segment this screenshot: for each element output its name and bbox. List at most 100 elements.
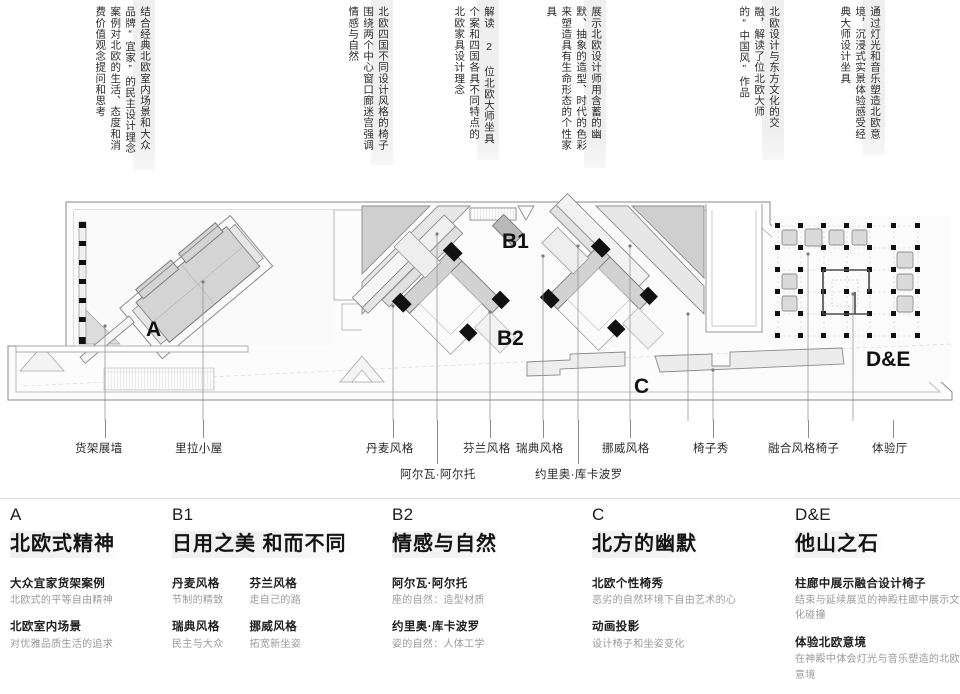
zone-c-corridor <box>19 343 953 387</box>
callout-finnish-style: 芬兰风格 <box>463 443 511 455</box>
legend-item: 挪威风格拓宽新坐姿 <box>250 619 302 652</box>
callout-yrjo-kukkapuro: 约里奥·库卡波罗 <box>535 469 623 481</box>
callout-lira-hut: 里拉小屋 <box>175 443 223 455</box>
legend-item-desc: 对优雅品质生活的追求 <box>10 638 113 650</box>
legend-item: 阿尔瓦·阿尔托座的自然：造型材质 <box>392 576 485 609</box>
legend-item: 约里奥·库卡波罗姿的自然：人体工学 <box>392 619 485 652</box>
legend-item-desc: 姿的自然：人体工学 <box>392 638 485 650</box>
plan-zone-letters: A B1 B2 C D&E <box>146 230 910 398</box>
zone-de-colonnade <box>772 216 950 382</box>
legend-item-desc: 恶劣的自然环境下自由艺术的心 <box>592 594 737 606</box>
legend-item-title: 芬兰风格 <box>249 577 298 590</box>
legend-item-desc: 拓宽新坐姿 <box>249 638 301 650</box>
section-divider <box>0 498 960 499</box>
callout-experience-hall: 体验厅 <box>872 443 908 455</box>
legend-item-desc: 在神殿中体会灯光与音乐塑造的北欧意境 <box>795 654 960 681</box>
b2-left-cluster <box>391 230 517 355</box>
legend-item-desc: 走自己的路 <box>249 594 301 606</box>
legend-item-title: 柱廊中展示融合设计椅子 <box>795 577 926 590</box>
legend-code: C <box>592 505 605 524</box>
legend-code: D&E <box>795 505 831 524</box>
note-b2: 展示北欧设计师用含蓄的幽默、抽象的造型、时代的色彩来塑造具有生命形态的个性家具 <box>545 0 606 168</box>
lira-hut <box>119 214 274 360</box>
legend-item-title: 阿尔瓦·阿尔托 <box>392 577 468 590</box>
legend-item: 大众宜家货架案例北欧式的平等自由精神 <box>10 576 113 609</box>
legend-code: B1 <box>172 505 194 524</box>
zone-label-b1: B1 <box>502 230 529 253</box>
legend-item-title: 约里奥·库卡波罗 <box>392 621 480 634</box>
legend-title: 日用之美 和而不同 <box>172 530 353 558</box>
legend-item-desc: 节制的精致 <box>172 594 224 606</box>
legend-item-title: 挪威风格 <box>249 621 298 634</box>
legend-code: A <box>10 505 22 524</box>
legend-subcolumn: 北欧个性椅秀恶劣的自然环境下自由艺术的心动画投影设计椅子和坐姿变化 <box>592 576 736 664</box>
leader-tick <box>893 420 894 438</box>
legend-group-c: C 北方的幽默北欧个性椅秀恶劣的自然环境下自由艺术的心动画投影设计椅子和坐姿变化 <box>592 505 736 663</box>
legend-item-title: 大众宜家货架案例 <box>10 577 106 590</box>
legend-title: 北欧式精神 <box>10 530 121 558</box>
b2-right-cluster <box>539 226 665 351</box>
legend-item-title: 丹麦风格 <box>172 577 220 590</box>
note-e: 通过灯光和音乐塑造北欧意境，沉浸式实景体验感受经典大师设计坐具 <box>839 0 885 155</box>
note-d: 北欧设计与东方文化的交融，解读了位北欧大师的“中国风”作品 <box>738 0 784 160</box>
legend-code: B2 <box>392 505 414 524</box>
legend-item-title: 北欧个性椅秀 <box>592 577 664 590</box>
legend-item-title: 体验北欧意境 <box>795 636 867 649</box>
legend-item-desc: 民主与大众 <box>172 638 224 650</box>
legend-item-title: 瑞典风格 <box>172 621 220 634</box>
annotation-notes-band: 结合经典北欧室内场景和大众品牌“宜家”的民主设计理念案例对北欧的生活、态度和消费… <box>0 0 960 185</box>
legend-subcolumn: 柱廊中展示融合设计椅子结束与延续展览的神殿柱廊中展示文化碰撞体验北欧意境在神殿中… <box>795 576 960 694</box>
zone-label-b2: B2 <box>497 327 524 350</box>
leader-tick <box>630 420 631 438</box>
callout-chair-show: 椅子秀 <box>693 443 729 455</box>
legend-item-desc: 北欧式的平等自由精神 <box>10 594 113 606</box>
leader-tick <box>578 420 579 464</box>
leader-tick <box>808 420 809 438</box>
legend-item-title: 动画投影 <box>592 621 640 634</box>
legend-title: 北方的幽默 <box>592 530 703 558</box>
callout-norwegian-style: 挪威风格 <box>602 443 650 455</box>
note-a: 结合经典北欧室内场景和大众品牌“宜家”的民主设计理念案例对北欧的生活、态度和消费… <box>94 0 155 170</box>
callout-swedish-style: 瑞典风格 <box>516 443 564 455</box>
callout-labels: 货架展墙里拉小屋丹麦风格阿尔瓦·阿尔托芬兰风格瑞典风格约里奥·库卡波罗挪威风格椅… <box>0 420 960 500</box>
legend-item-title: 北欧室内场景 <box>10 621 82 634</box>
legend-item: 丹麦风格节制的精致 <box>172 576 224 609</box>
legend-title: 情感与自然 <box>392 530 503 558</box>
legend-subcolumn: 丹麦风格节制的精致瑞典风格民主与大众 <box>172 576 224 664</box>
callout-shelf-wall: 货架展墙 <box>75 443 123 455</box>
leader-lines-plan <box>103 232 855 421</box>
zone-b-maze <box>351 193 705 355</box>
leader-tick <box>437 420 438 464</box>
leader-tick <box>543 420 544 438</box>
legend-item-desc: 设计椅子和坐姿变化 <box>592 638 685 650</box>
note-b1-corridor: 北欧四国不同设计风格的椅子围绕两个中心窗口廊迷宫强调情感与自然 <box>347 0 393 165</box>
legend-item-desc: 结束与延续展览的神殿柱廊中展示文化碰撞 <box>795 594 960 622</box>
lower-strip <box>15 345 249 391</box>
callout-alvar-aalto: 阿尔瓦·阿尔托 <box>400 469 476 481</box>
legend-title: 他山之石 <box>795 530 885 558</box>
legend-group-de: D&E 他山之石柱廊中展示融合设计椅子结束与延续展览的神殿柱廊中展示文化碰撞体验北… <box>795 505 960 694</box>
central-void <box>705 204 763 333</box>
legend-subcolumn: 阿尔瓦·阿尔托座的自然：造型材质约里奥·库卡波罗姿的自然：人体工学 <box>392 576 485 664</box>
legend-item: 体验北欧意境在神殿中体会灯光与音乐塑造的北欧意境 <box>795 635 960 683</box>
floor-plan: A B1 B2 C D&E <box>0 186 960 421</box>
callout-fusion-chair: 融合风格椅子 <box>768 443 840 455</box>
zone-label-c: C <box>634 375 649 398</box>
zone-label-de: D&E <box>866 348 910 371</box>
zone-label-a: A <box>146 318 161 341</box>
legend-item: 瑞典风格民主与大众 <box>172 619 224 652</box>
legend-subcolumn: 大众宜家货架案例北欧式的平等自由精神北欧室内场景对优雅品质生活的追求 <box>10 576 113 664</box>
legend-item: 北欧室内场景对优雅品质生活的追求 <box>10 619 113 652</box>
leader-tick <box>393 420 394 438</box>
leader-tick <box>105 420 106 438</box>
note-b1-masters: 解读 2 位北欧大师坐具个案和四国各具不同特点的北欧家具设计理念 <box>453 0 499 160</box>
legend-item-desc: 座的自然：造型材质 <box>392 594 485 606</box>
legend-item: 柱廊中展示融合设计椅子结束与延续展览的神殿柱廊中展示文化碰撞 <box>795 576 960 624</box>
legend-subcolumn: 芬兰风格走自己的路挪威风格拓宽新坐姿 <box>250 576 302 664</box>
legend-item: 动画投影设计椅子和坐姿变化 <box>592 619 736 652</box>
leader-tick <box>490 420 491 438</box>
